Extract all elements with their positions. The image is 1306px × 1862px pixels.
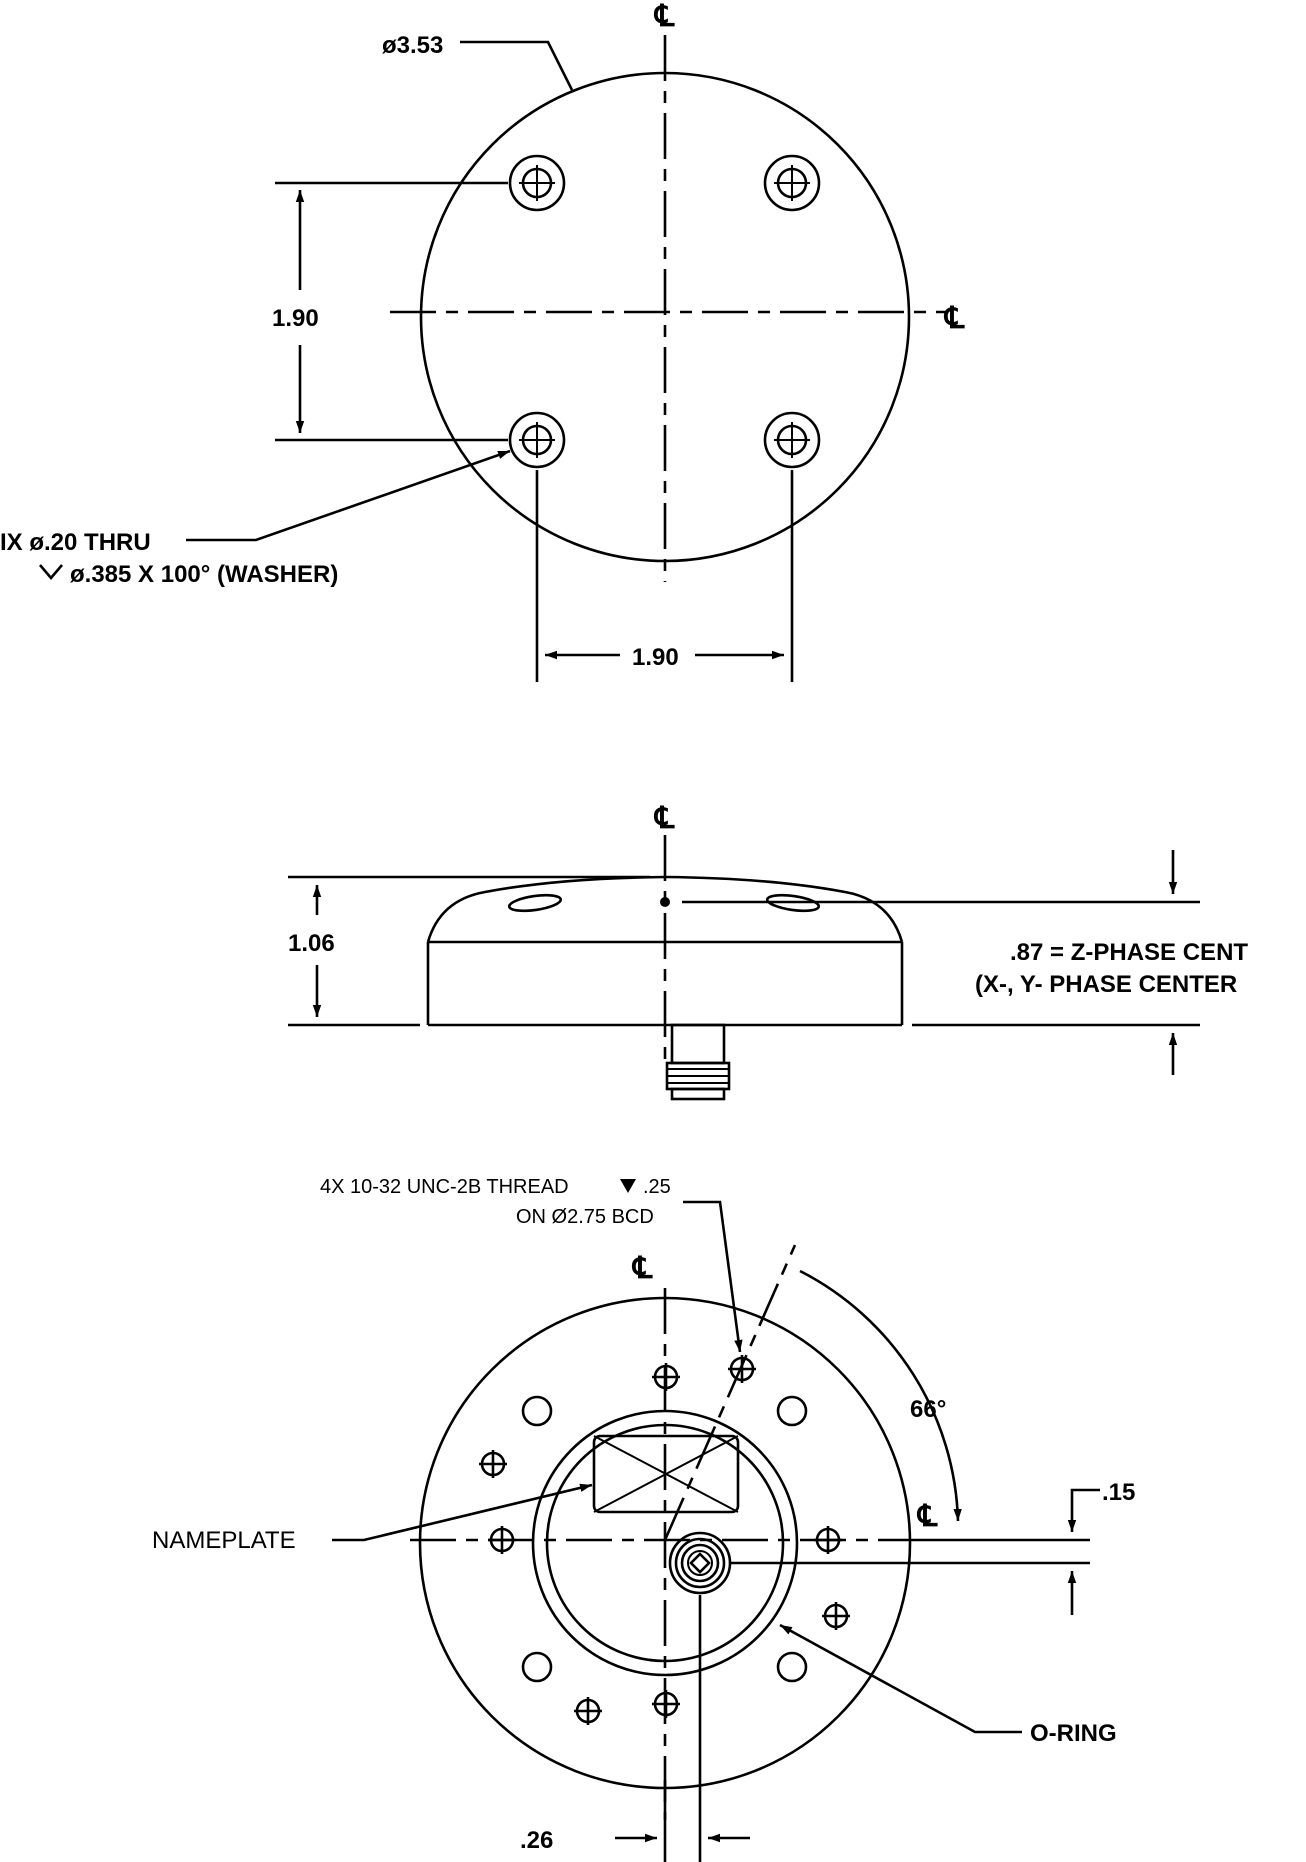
plain-hole — [521, 1651, 553, 1683]
thread-note-leader — [683, 1200, 743, 1353]
plain-hole — [521, 1395, 553, 1427]
mounting-hole — [508, 154, 566, 212]
thread-note-line2: ON Ø2.75 BCD — [516, 1206, 654, 1228]
side-centerline-label: ℄ — [653, 802, 675, 835]
side-view: ℄ 1.06 .87 = Z-PHASE CENT (X-, Y- PHASE … — [288, 802, 1248, 1101]
bottom-dim-label: .26 — [520, 1827, 553, 1854]
threaded-hole — [814, 1526, 842, 1554]
threaded-hole — [652, 1690, 680, 1718]
angle-arc — [799, 1269, 962, 1522]
top-centerline-label-h: ℄ — [943, 302, 965, 335]
nameplate-leader — [332, 1483, 593, 1542]
bottom-view: ℄ ℄ 66° — [152, 1176, 1135, 1862]
mounting-hole — [763, 154, 821, 212]
top-diameter-label: ø3.53 — [382, 32, 443, 59]
top-centerline-label: ℄ — [653, 0, 675, 33]
angle-label: 66° — [910, 1396, 946, 1423]
countersink-symbol — [39, 564, 63, 581]
bottom-centerline-label-h: ℄ — [916, 1500, 938, 1533]
dome-slot — [765, 893, 821, 913]
hole-note-line1: IX ø.20 THRU — [0, 529, 151, 556]
threaded-hole — [822, 1602, 850, 1630]
threaded-hole — [488, 1526, 516, 1554]
bottom-connector — [668, 1531, 732, 1595]
dome-slot — [507, 893, 563, 913]
threaded-hole — [652, 1363, 680, 1391]
top-view: ℄ ℄ ø3.53 1.90 1.90 — [0, 0, 965, 682]
top-vertical-dim-label: 1.90 — [272, 305, 319, 332]
phase-note-line1: .87 = Z-PHASE CENT — [1010, 939, 1248, 966]
mounting-hole — [763, 411, 821, 469]
connector — [665, 1023, 731, 1101]
side-height-label: 1.06 — [288, 930, 335, 957]
angle-reference-line — [663, 1244, 797, 1541]
bottom-centerline-label-v: ℄ — [631, 1252, 653, 1285]
hole-note-leader — [186, 449, 511, 542]
threaded-hole — [479, 1450, 507, 1478]
thread-note-line1: 4X 10-32 UNC-2B THREAD — [320, 1176, 569, 1198]
offset-label: .15 — [1102, 1479, 1135, 1506]
phase-center-point — [660, 897, 670, 907]
threaded-hole — [728, 1355, 756, 1383]
top-horizontal-dim-label: 1.90 — [632, 644, 679, 671]
plain-hole — [776, 1395, 808, 1427]
mounting-hole — [508, 411, 566, 469]
hole-note-line2: ø.385 X 100° (WASHER) — [70, 561, 338, 588]
plain-hole — [776, 1651, 808, 1683]
diameter-leader — [460, 40, 574, 91]
phase-note-line2: (X-, Y- PHASE CENTER — [975, 971, 1237, 998]
threaded-hole — [574, 1697, 602, 1725]
oring-leader — [779, 1623, 1022, 1734]
offset-dim-leader — [1067, 1488, 1100, 1532]
thread-note-depth: .25 — [643, 1176, 671, 1198]
nameplate-label: NAMEPLATE — [152, 1527, 296, 1554]
depth-symbol — [620, 1179, 636, 1193]
nameplate — [592, 1434, 740, 1514]
oring-label: O-RING — [1030, 1720, 1117, 1747]
